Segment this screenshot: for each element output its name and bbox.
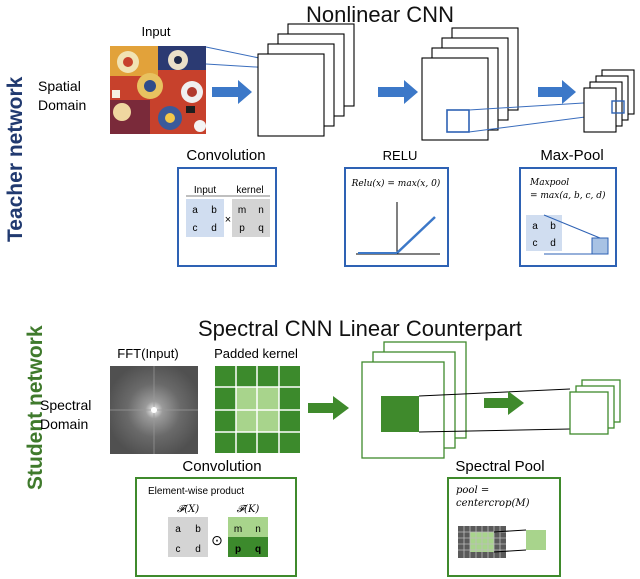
- conv-kernel-header: kernel: [236, 185, 263, 196]
- fx-cell-b: b: [195, 524, 201, 535]
- fx-matrix: [168, 517, 208, 557]
- conv-cell-q: q: [258, 223, 264, 234]
- relu-positive-line: [396, 216, 436, 254]
- mp-cell-c: c: [533, 238, 538, 249]
- conv-input-header: Input: [194, 185, 216, 196]
- fx-cell-d: d: [195, 544, 201, 555]
- conv-cell-p: p: [239, 223, 245, 234]
- pool-line-bottom: [493, 549, 527, 553]
- feature-stack-3: [583, 69, 635, 133]
- green-arrow-1: [308, 396, 349, 420]
- elementwise-box: [135, 477, 297, 577]
- mp-cell-b: b: [550, 221, 556, 232]
- conv-cell-a: a: [192, 205, 198, 216]
- conv-cell-m: m: [238, 205, 246, 216]
- spatial-domain-line2: Domain: [38, 97, 86, 113]
- relu-formula: Relu(x) = max(x, 0): [351, 178, 441, 189]
- crop-line-top: [418, 388, 571, 397]
- fk-cell-p: p: [235, 544, 241, 555]
- arrow-2: [378, 80, 418, 104]
- relu-label: RELU: [383, 148, 418, 163]
- pool-window: [446, 109, 470, 133]
- maxpool-label: Max-Pool: [540, 147, 603, 164]
- arrow-3: [538, 80, 576, 104]
- padded-kernel-label: Padded kernel: [214, 346, 298, 361]
- spectral-domain-line2: Domain: [40, 416, 88, 432]
- conv-cell-n: n: [258, 205, 264, 216]
- feature-stack-2: [421, 27, 519, 141]
- teacher-side-label: Teacher network: [4, 76, 27, 242]
- conv-input-matrix: [186, 199, 224, 237]
- fx-label: 𝓕(X): [177, 504, 199, 515]
- input-image: [110, 46, 206, 134]
- fx-cell-c: c: [176, 544, 181, 555]
- spatial-domain-line1: Spatial: [38, 78, 81, 94]
- pool-formula-2: centercrop(M): [456, 498, 530, 509]
- teacher-title: Nonlinear CNN: [306, 2, 454, 27]
- conv-cell-d: d: [211, 223, 217, 234]
- spectral-pool-grid: [458, 526, 506, 558]
- spectral-pool-output: [526, 530, 546, 550]
- student-side-label: Student network: [24, 325, 47, 490]
- feature-stack-1: [257, 23, 355, 137]
- maxpool-formula-1: Maxpool: [529, 178, 569, 188]
- conv-kernel-matrix: [232, 199, 270, 237]
- elementwise-operator: ⊙: [211, 532, 223, 548]
- maxpool-line-top: [543, 214, 601, 239]
- pool-formula-1: pool =: [456, 485, 489, 496]
- conv-cell-c: c: [193, 223, 198, 234]
- maxpool-output-cell: [591, 237, 609, 255]
- conv-cell-b: b: [211, 205, 217, 216]
- maxpool-matrix: [526, 215, 562, 251]
- spectral-domain-line1: Spectral: [40, 397, 91, 413]
- crop-line-bottom: [418, 428, 571, 433]
- student-title: Spectral CNN Linear Counterpart: [198, 316, 522, 341]
- spectral-pool-label: Spectral Pool: [455, 458, 544, 475]
- pool-line-top: [493, 529, 527, 533]
- student-conv-label: Convolution: [182, 458, 261, 475]
- padded-kernel-grid: [215, 366, 300, 453]
- maxpool-formula-2: = max(a, b, c, d): [530, 190, 606, 201]
- fk-cell-m: m: [234, 524, 242, 535]
- fx-cell-a: a: [175, 524, 181, 535]
- spectral-center-block: [381, 396, 419, 432]
- elementwise-title: Element-wise product: [148, 486, 244, 497]
- input-label: Input: [142, 24, 171, 39]
- green-arrow-2: [484, 391, 524, 415]
- pool-output-square: [611, 100, 625, 114]
- arrow-1: [212, 80, 252, 104]
- fft-image: [110, 366, 198, 454]
- mp-cell-a: a: [532, 221, 538, 232]
- fk-label: 𝓕(K): [237, 504, 260, 515]
- fft-label: FFT(Input): [117, 346, 178, 361]
- fk-bottom-row: [228, 537, 268, 557]
- teacher-conv-label: Convolution: [186, 147, 265, 164]
- mp-cell-d: d: [550, 238, 556, 249]
- spectral-stack-2: [569, 379, 621, 435]
- conv-operator: ×: [225, 214, 231, 226]
- fk-cell-n: n: [255, 524, 261, 535]
- fk-cell-q: q: [255, 544, 261, 555]
